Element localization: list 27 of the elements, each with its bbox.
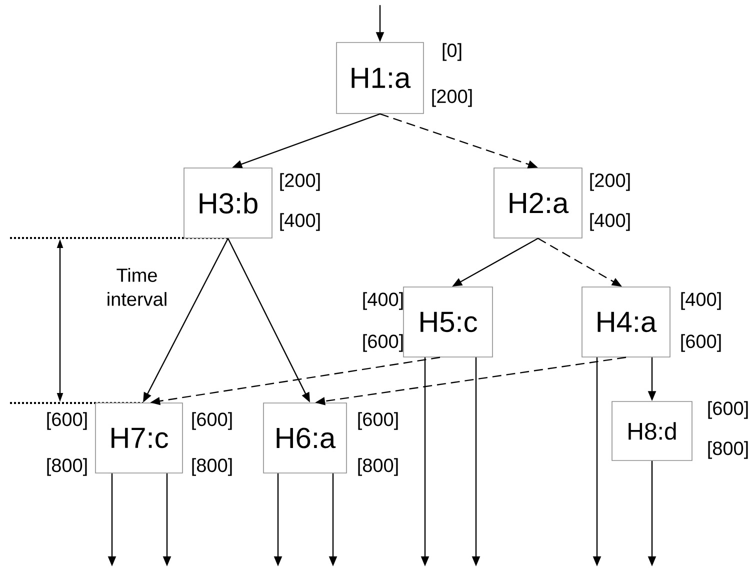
process-box: H3:b	[184, 168, 272, 238]
time-label: [800]	[47, 458, 87, 476]
time-label: [600]	[192, 412, 232, 430]
time-label: [400]	[363, 292, 403, 310]
time-label: [600]	[47, 412, 87, 430]
time-label: [600]	[681, 334, 721, 352]
time-label: [400]	[681, 292, 721, 310]
time-label: [800]	[192, 458, 232, 476]
time-label: [200]	[432, 89, 472, 107]
time-label: [0]	[442, 43, 462, 61]
process-box: H5:c	[403, 286, 493, 358]
process-box: H1:a	[336, 42, 424, 114]
time-label: [600]	[358, 412, 398, 430]
process-box: H2:a	[494, 168, 582, 238]
time-label: [800]	[708, 441, 748, 459]
process-box: H7:c	[95, 402, 183, 474]
time-label: [200]	[590, 173, 630, 191]
process-box: H8:d	[612, 401, 692, 461]
time-label: [400]	[590, 213, 630, 231]
process-box: H4:a	[582, 286, 670, 358]
time-label: [600]	[363, 334, 403, 352]
time-label: [600]	[708, 401, 748, 419]
dimension-label: Time interval	[108, 268, 166, 306]
time-label: [200]	[280, 173, 320, 191]
time-label: [400]	[280, 213, 320, 231]
process-box: H6:a	[263, 402, 347, 474]
time-label: [800]	[358, 458, 398, 476]
